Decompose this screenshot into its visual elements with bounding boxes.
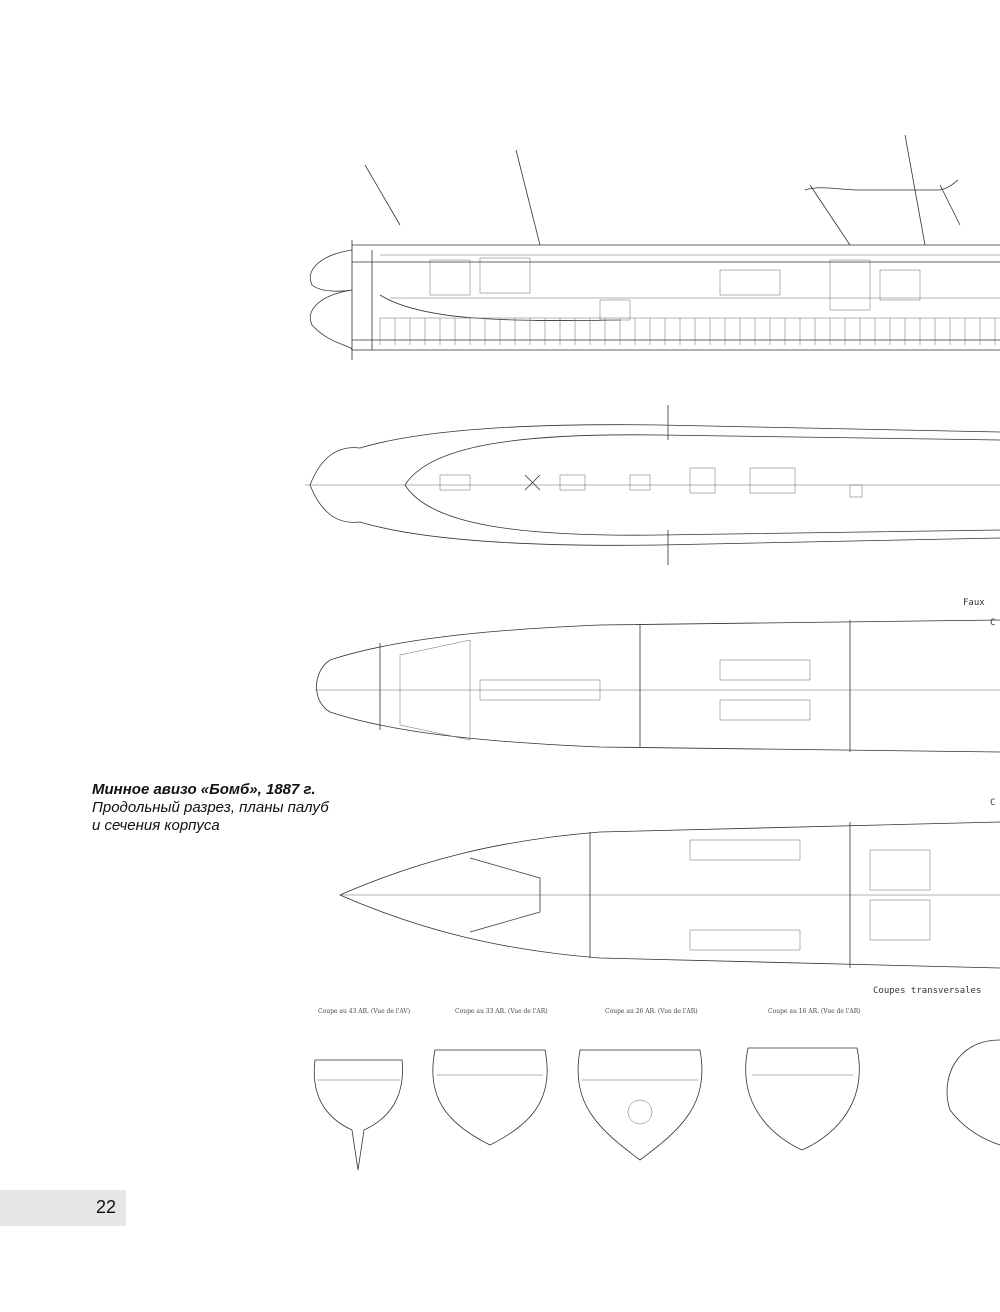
sections-title: Coupes transversales [873, 986, 981, 996]
caption-subtitle-1: Продольный разрез, планы палуб [92, 799, 329, 816]
lower-deck-plan [315, 619, 1000, 753]
hold-plan [339, 821, 1000, 969]
figure-caption: Минное авизо «Бомб», 1887 г. Продольный … [92, 781, 372, 835]
section-label: Coupe au 43 AR. (Vue de l'AV) [318, 1008, 410, 1015]
deck-plan-label-2: C [990, 798, 995, 808]
longitudinal-section-drawing [310, 134, 1000, 360]
section-label: Coupe au 16 AR. (Vue de l'AR) [768, 1008, 861, 1015]
caption-subtitle-2: и сечения корпуса [92, 817, 220, 834]
upper-deck-plan [305, 405, 1000, 565]
cross-sections [313, 1039, 1000, 1171]
deck-plan-label-3: C [990, 618, 995, 628]
caption-title: Минное авизо «Бомб», 1887 г. [92, 781, 316, 798]
deck-plan-label: Faux [963, 598, 985, 608]
page-number: 22 [95, 1197, 116, 1217]
section-label: Coupe au 33 AR. (Vue de l'AR) [455, 1008, 548, 1015]
section-label: Coupe au 26 AR. (Vue de l'AR) [605, 1008, 698, 1015]
page-number-bar: 22 [0, 1190, 126, 1226]
